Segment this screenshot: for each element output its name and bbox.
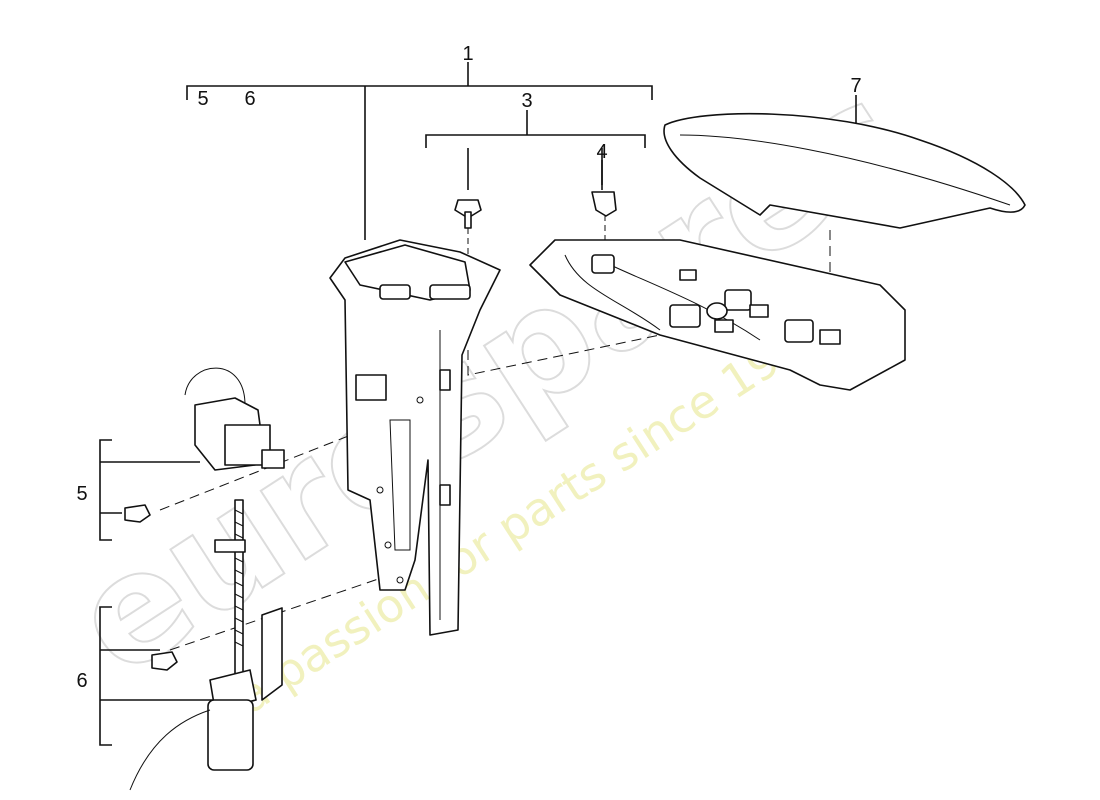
grommet-4 [591,254,615,274]
motor-part [129,499,283,791]
switch-screw-part [124,504,151,523]
bracket-5 [99,439,112,541]
storage-tray-part [529,239,906,391]
callout-6-top: 6 [244,88,255,110]
callout-3: 3 [521,90,532,112]
callout-5: 5 [76,483,87,505]
callout-5-top: 5 [197,88,208,110]
callout-1: 1 [462,43,473,65]
bracket-3 [425,134,646,148]
bracket-6 [99,606,112,746]
clip-part [591,191,617,217]
motor-screw-part [151,651,178,671]
bracket-1 [186,85,653,100]
switch-part [124,367,285,523]
screw-part [454,199,482,229]
callout-4: 4 [596,141,607,163]
callout-labels: 1 5 6 3 4 7 5 6 [76,43,861,692]
callout-7: 7 [850,75,861,97]
callout-6: 6 [76,670,87,692]
main-bracket-part [329,239,501,636]
cover-panel-part [663,112,1026,229]
